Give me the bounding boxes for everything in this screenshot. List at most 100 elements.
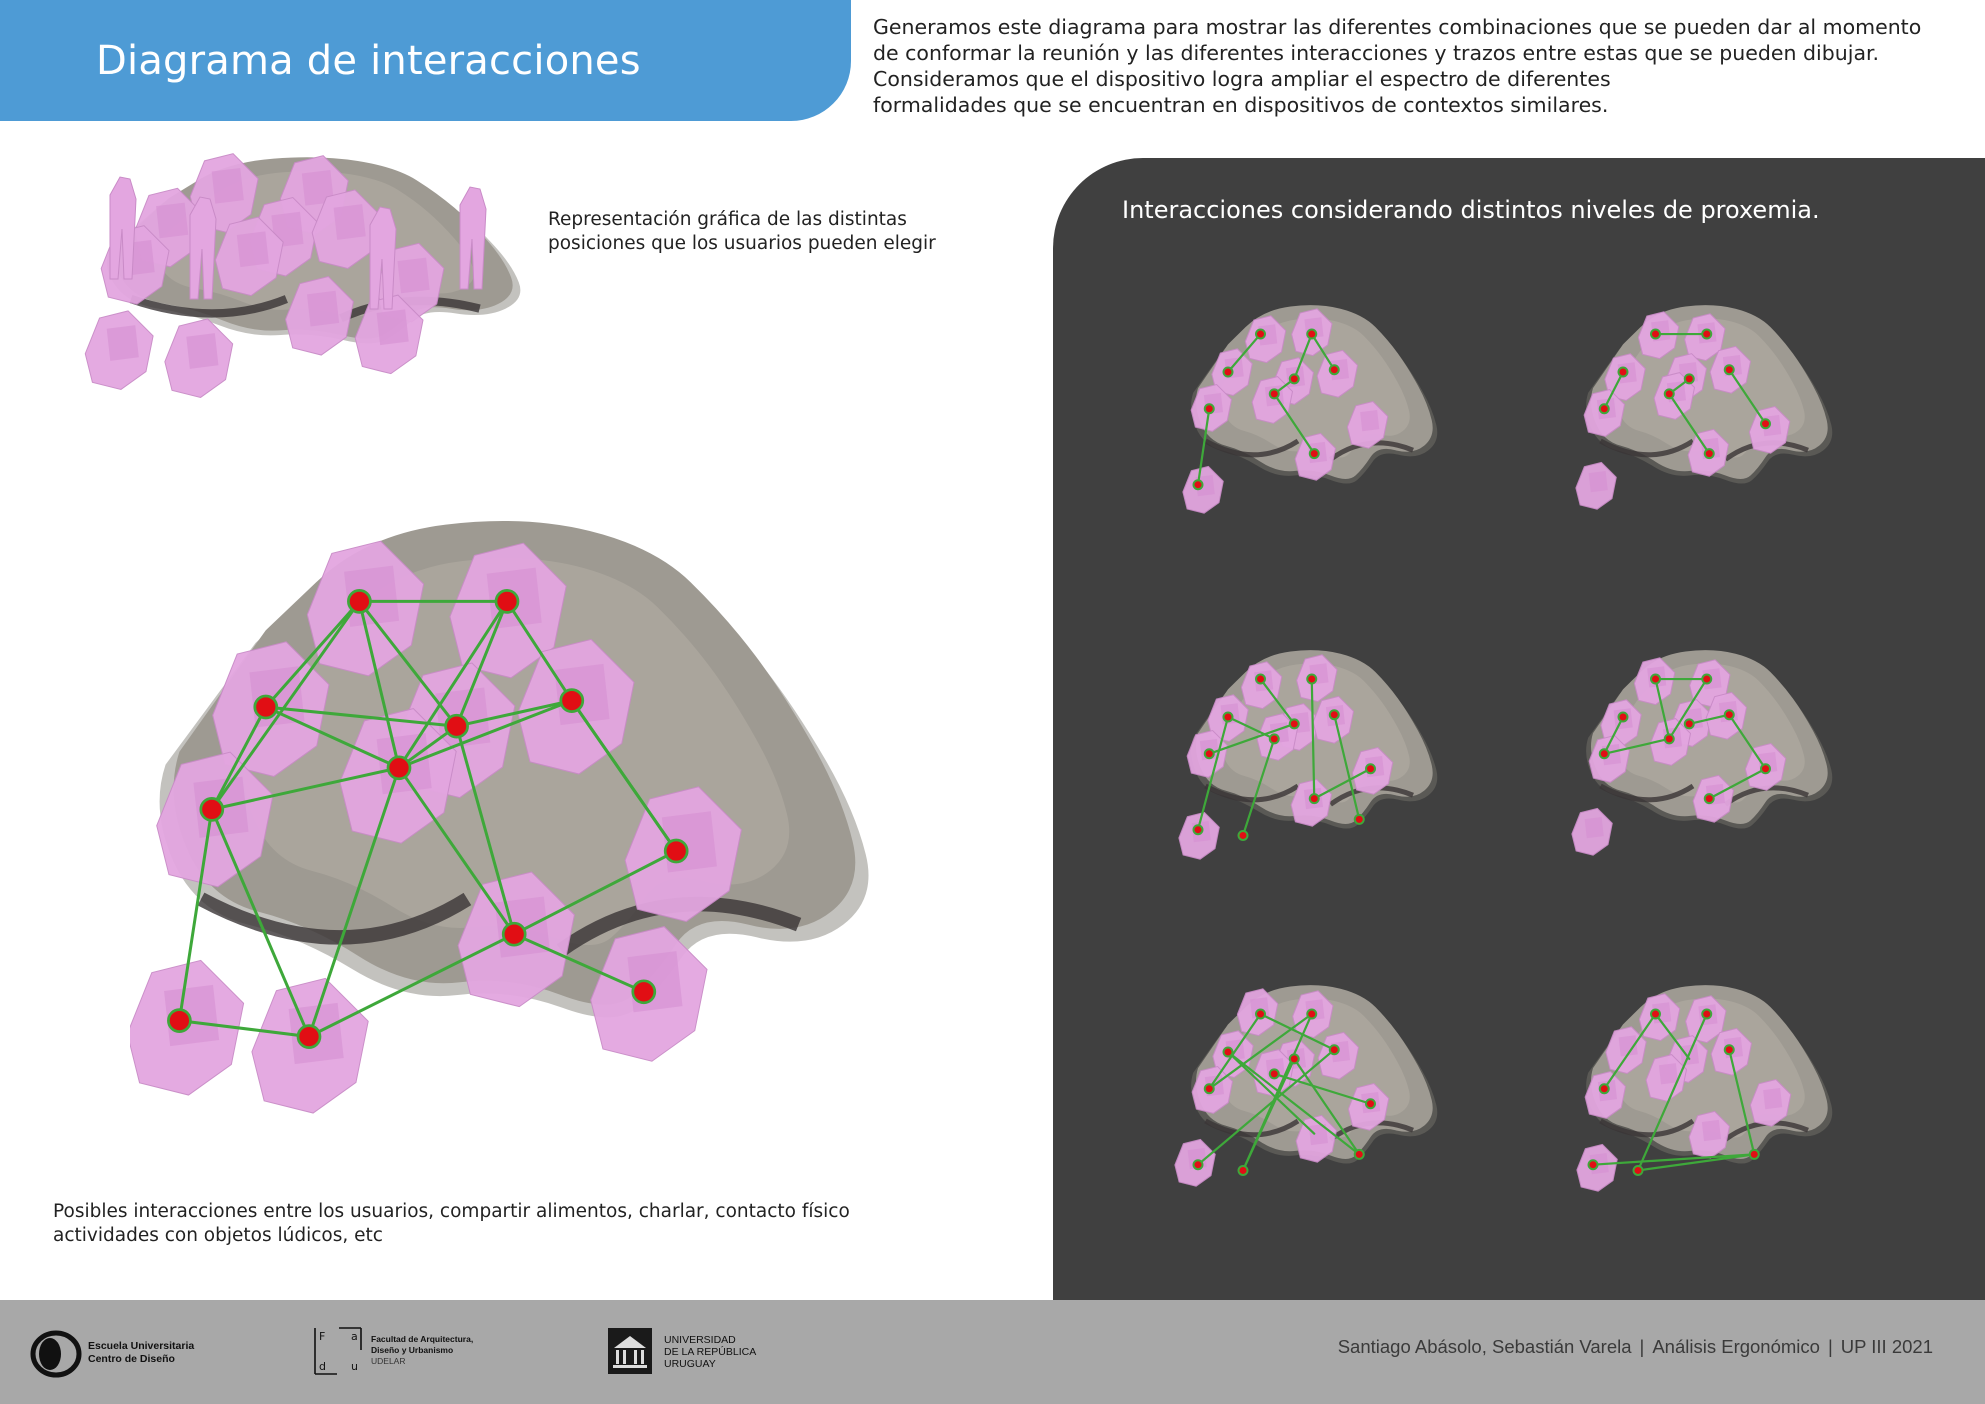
eucd-circle-icon — [30, 1330, 82, 1378]
interaction-line — [1636, 1012, 1708, 1172]
user-node — [1203, 1083, 1215, 1095]
interaction-line — [570, 699, 678, 853]
fadu-logo-line: UDELAR — [371, 1356, 406, 1366]
positions-caption: Representación gráfica de las distintas … — [548, 208, 968, 256]
user-figure-shade — [1360, 410, 1380, 432]
proxemia-title: Interacciones considerando distintos niv… — [1122, 196, 1820, 224]
user-figure-shade — [156, 202, 189, 239]
user-node — [444, 713, 469, 739]
proxemia-panel: Interacciones considerando distintos niv… — [1053, 158, 1985, 1300]
user-node — [1617, 366, 1629, 378]
interaction-lines — [1196, 677, 1372, 837]
fadu-grid-icon: F a d u — [314, 1327, 362, 1375]
intro-line: Generamos este diagrama para mostrar las… — [873, 15, 1922, 39]
user-node — [1650, 1008, 1661, 1020]
interaction-line — [455, 599, 509, 728]
user-node — [1192, 1159, 1204, 1171]
standing-user-figure — [189, 196, 217, 300]
fadu-letter: u — [351, 1360, 358, 1373]
standing-user-figure — [459, 186, 487, 290]
interaction-line — [210, 705, 268, 811]
interaction-line — [1313, 767, 1372, 800]
user-node — [1632, 1164, 1644, 1176]
user-nodes — [1192, 328, 1340, 491]
user-node — [1237, 1164, 1249, 1176]
interaction-lines — [177, 599, 678, 1039]
university-building-icon — [608, 1328, 652, 1374]
mosaic-groove — [1204, 1118, 1300, 1138]
user-figure-shade — [1308, 1123, 1328, 1146]
intro-line: de conformar la reunión y las diferentes… — [873, 41, 1880, 65]
interaction-line — [505, 599, 574, 703]
interaction-line — [1226, 332, 1262, 374]
interaction-line — [1728, 1048, 1756, 1156]
interaction-line — [1208, 722, 1296, 755]
interaction-line — [1226, 1050, 1361, 1156]
mosaic-groove — [129, 295, 288, 318]
user-node — [296, 1024, 322, 1049]
user-nodes — [1598, 673, 1771, 805]
user-node — [1703, 448, 1715, 460]
user-node — [1663, 733, 1675, 745]
fadu-letter: d — [319, 1360, 326, 1373]
interaction-line — [397, 766, 516, 936]
interaction-line — [1654, 677, 1671, 740]
interaction-line — [455, 699, 574, 728]
user-node — [1306, 1008, 1318, 1020]
proxemia-variant — [1571, 650, 1833, 856]
interaction-line — [1728, 713, 1767, 770]
interaction-line — [1668, 677, 1708, 740]
interaction-line — [1668, 392, 1711, 455]
user-node — [1701, 1008, 1713, 1020]
interaction-line — [264, 705, 401, 770]
user-figure-shade — [106, 325, 139, 361]
interaction-line — [1293, 332, 1313, 381]
page-title: Diagrama de interacciones — [96, 38, 641, 84]
interaction-line — [1196, 1048, 1336, 1166]
fadu-letter: a — [351, 1330, 358, 1343]
interaction-lines — [1196, 1012, 1372, 1172]
users-positions-illustration — [84, 153, 521, 398]
user-node — [1598, 1083, 1610, 1095]
user-node — [1723, 709, 1735, 721]
interaction-line — [512, 932, 646, 994]
user-node — [347, 589, 372, 614]
user-node — [1650, 673, 1661, 685]
user-figure-shade — [306, 290, 340, 327]
interaction-line — [264, 705, 459, 728]
interaction-line — [1688, 713, 1731, 726]
interaction-line — [1310, 677, 1316, 800]
interaction-line — [1196, 407, 1211, 486]
caption-line: posiciones que los usuarios pueden elegi… — [548, 233, 936, 254]
user-node — [1683, 373, 1695, 385]
interaction-line — [1333, 713, 1361, 821]
user-node — [253, 694, 279, 720]
interaction-line — [397, 599, 509, 770]
user-figure-shade — [1763, 1088, 1783, 1110]
user-node — [386, 755, 412, 781]
user-node — [501, 921, 527, 947]
user-node — [1353, 813, 1365, 825]
authors: Santiago Abásolo, Sebastián Varela — [1337, 1336, 1632, 1357]
user-figure-shade — [397, 257, 430, 294]
caption-line: Posibles interacciones entre los usuario… — [53, 1201, 850, 1222]
user-node — [1255, 673, 1266, 685]
interaction-line — [210, 599, 361, 811]
user-node — [1760, 763, 1771, 775]
user-nodes — [1587, 1008, 1760, 1176]
course-name: Análisis Ergonómico — [1652, 1336, 1820, 1357]
interaction-line — [1708, 767, 1767, 800]
user-node — [1748, 1148, 1760, 1160]
interaction-line — [1310, 332, 1336, 371]
interaction-line — [1603, 715, 1625, 755]
proxemia-variant — [1178, 650, 1438, 860]
interaction-line — [210, 807, 311, 1039]
interaction-line — [455, 724, 516, 936]
interaction-line — [1654, 1012, 1691, 1061]
interaction-line — [1241, 737, 1276, 837]
interaction-line — [307, 932, 516, 1039]
interaction-line — [1273, 392, 1316, 455]
user-figure-shade — [1584, 816, 1604, 839]
interaction-lines — [1603, 677, 1767, 800]
interaction-line — [1196, 715, 1230, 831]
